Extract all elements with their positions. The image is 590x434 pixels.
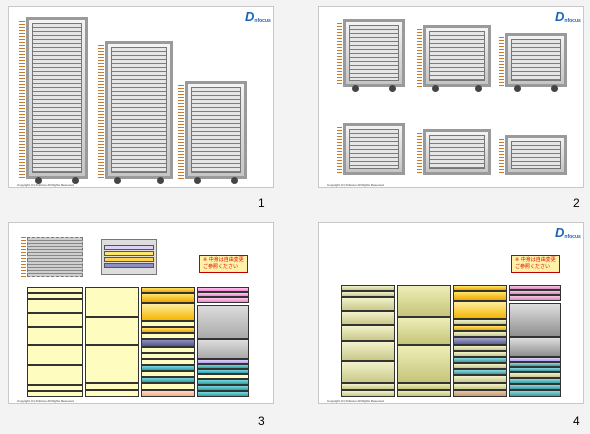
slide-number-2: 2: [573, 196, 580, 210]
slide-thumbnail-4[interactable]: Dnfocus ※ 中身は自由変更 ご参照ください: [318, 222, 584, 404]
footer-copyright: Copyright (C) Dnfocus All Rights Reserve…: [327, 183, 384, 187]
slide-thumbnail-3[interactable]: ※ 中身は自由変更 ご参照ください: [8, 222, 274, 404]
mini-rack-legend: [101, 239, 157, 275]
brand-logo: Dnfocus: [245, 9, 271, 24]
slide-number-3: 3: [258, 414, 265, 428]
mini-rack-diagram: [27, 237, 83, 277]
rack-short: [185, 81, 247, 184]
rack-top-left: [343, 19, 405, 92]
brand-logo: Dnfocus: [555, 225, 581, 240]
rack-bottom-right: [505, 135, 567, 175]
rack-unit-ticks: [98, 45, 104, 179]
slide-number-1: 1: [258, 196, 265, 210]
notice-box: ※ 中身は自由変更 ご参照ください: [511, 255, 560, 273]
footer-copyright: Copyright (C) Dnfocus All Rights Reserve…: [327, 399, 384, 403]
footer-copyright: Copyright (C) Dnfocus All Rights Reserve…: [17, 399, 74, 403]
rack-top-right: [505, 33, 567, 92]
rack-bottom-left: [343, 123, 405, 175]
notice-box: ※ 中身は自由変更 ご参照ください: [199, 255, 248, 273]
rack-unit-ticks: [178, 85, 184, 179]
rack-top-middle: [423, 25, 491, 92]
footer-copyright: Copyright (C) Dnfocus All Rights Reserve…: [17, 183, 74, 187]
rack-unit-ticks: [19, 21, 25, 179]
slide-number-4: 4: [573, 414, 580, 428]
slide-thumbnail-2[interactable]: Dnfocus Copyright (C) Dnfocus All Rights…: [318, 6, 584, 188]
rack-bottom-middle: [423, 129, 491, 175]
slide-thumbnail-1[interactable]: Dnfocus Copyright (C) Dnfocus All Rights…: [8, 6, 274, 188]
rack-tall: [26, 17, 88, 184]
rack-medium: [105, 41, 173, 184]
brand-logo: Dnfocus: [555, 9, 581, 24]
